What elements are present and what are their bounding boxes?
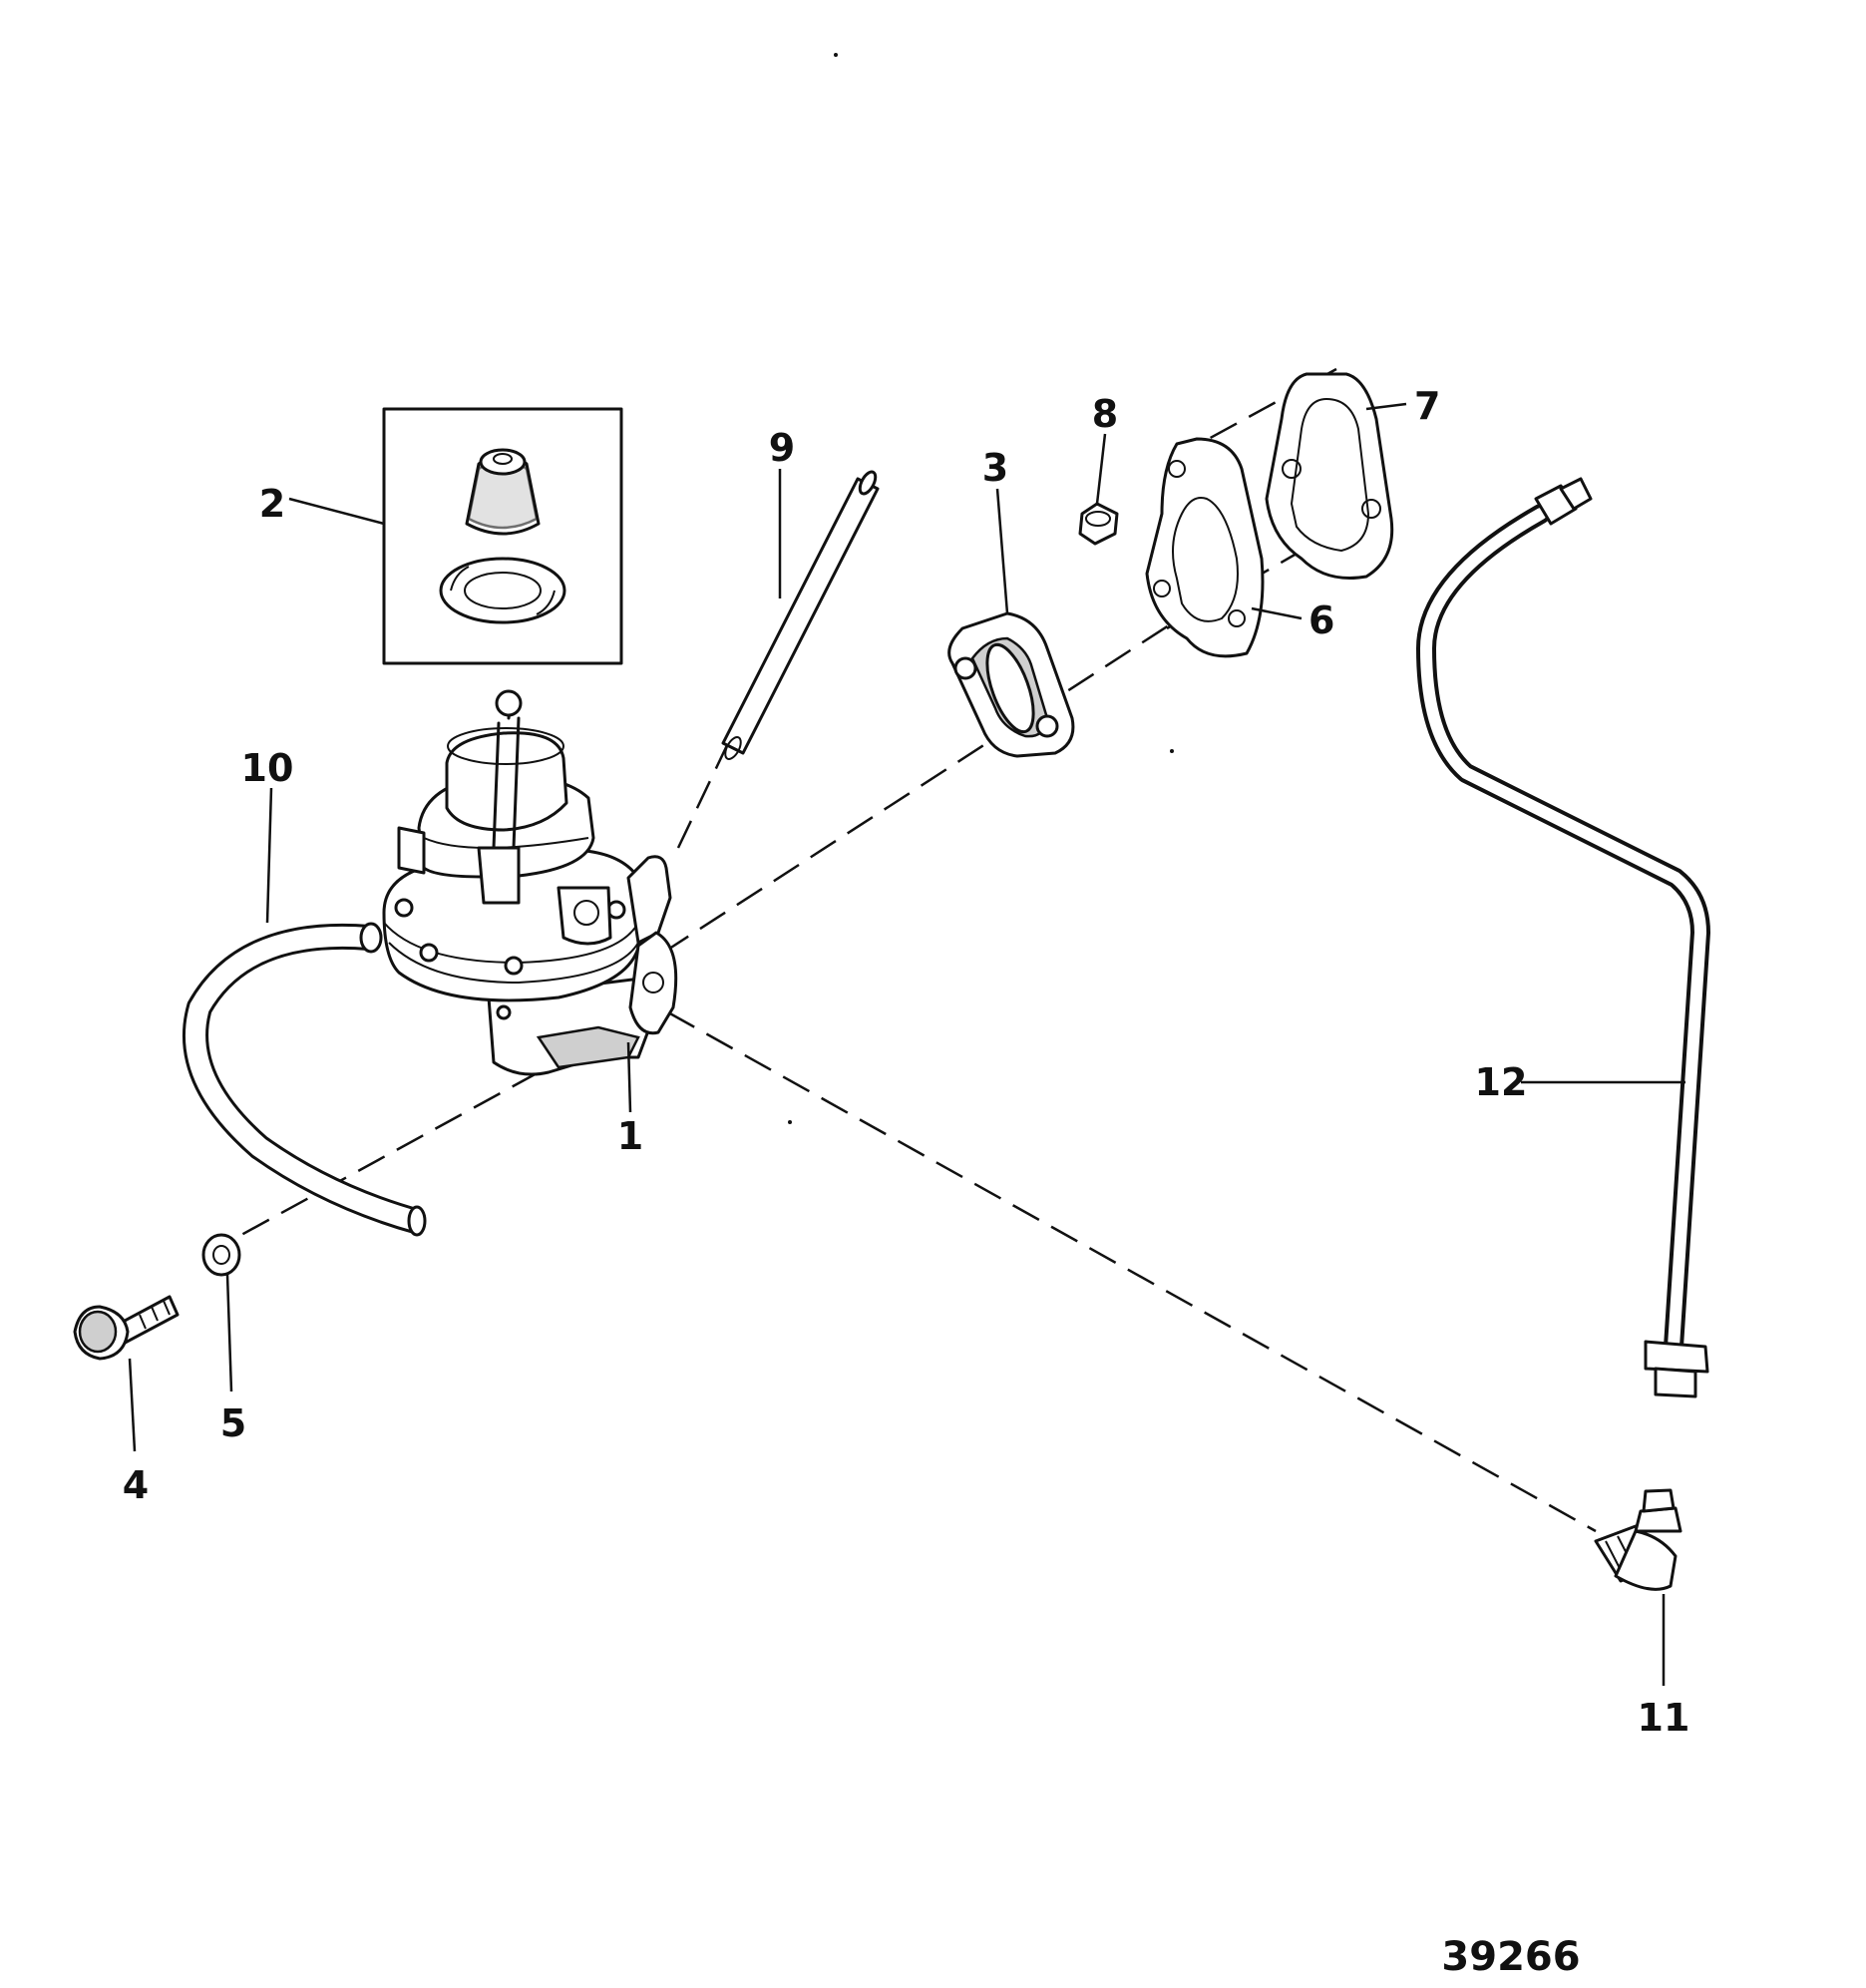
part-12-fuel-line: [1416, 477, 1710, 1398]
part-9-hose: [721, 470, 880, 760]
part-4-bolt: [73, 1295, 180, 1361]
callout-9: 9: [769, 426, 795, 470]
callout-8: 8: [1092, 392, 1118, 436]
part-10-hose: [183, 922, 427, 1237]
part-1-fuel-pump: [382, 689, 678, 1076]
callout-11: 11: [1638, 1696, 1690, 1740]
callout-10: 10: [241, 746, 294, 790]
callout-5: 5: [220, 1401, 246, 1445]
callout-3: 3: [982, 446, 1008, 490]
part-8-fitting: [1078, 502, 1119, 546]
leader-lines: [128, 402, 1685, 1686]
callout-2: 2: [259, 482, 285, 526]
part-3-spacer: [947, 611, 1075, 758]
callout-4: 4: [123, 1463, 149, 1507]
callout-12: 12: [1475, 1060, 1528, 1104]
part-11-elbow: [1594, 1488, 1682, 1591]
part-7-plate: [1265, 372, 1394, 581]
part-6-gasket: [1145, 437, 1265, 658]
callout-1: 1: [617, 1114, 643, 1158]
part-2-kit-box: [382, 407, 623, 665]
part-5-washer: [201, 1233, 241, 1277]
callout-7: 7: [1414, 384, 1440, 428]
callout-6: 6: [1308, 598, 1334, 642]
callout-labels: 2 10 9 3 8 7 6 1 12 4 5 11: [123, 384, 1690, 1740]
document-number: 39266: [1441, 1934, 1580, 1980]
